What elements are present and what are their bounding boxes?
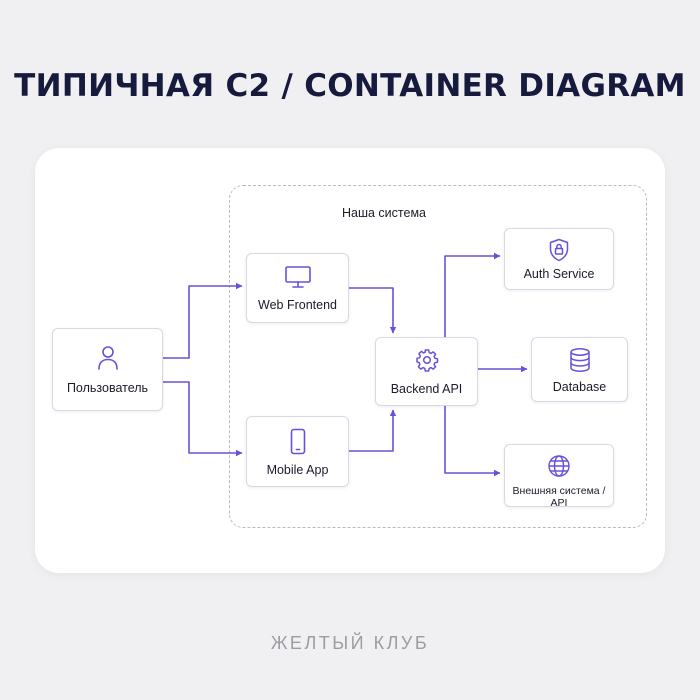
footer-brand: ЖЕЛТЫЙ КЛУБ	[270, 633, 430, 653]
arrow-web-to-api	[349, 287, 397, 334]
auth-service-node[interactable]: Auth Service	[504, 228, 614, 290]
globe-icon	[547, 454, 571, 478]
backend-api-node[interactable]: Backend API	[375, 337, 478, 406]
mobile-app-label: Mobile App	[266, 463, 329, 477]
page-title: ТИПИЧНАЯ C2 / CONTAINER DIAGRAM	[14, 68, 686, 104]
web-frontend-node[interactable]: Web Frontend	[246, 253, 349, 323]
arrow-user-to-web	[163, 282, 243, 359]
user-label: Пользователь	[66, 381, 149, 395]
database-node[interactable]: Database	[531, 337, 628, 402]
arrow-api-to-auth	[444, 252, 501, 337]
smartphone-icon	[290, 428, 306, 455]
user-icon	[97, 345, 119, 371]
lock-shield-icon	[548, 238, 570, 262]
system-boundary-label: Наша система	[342, 206, 426, 220]
mobile-app-node[interactable]: Mobile App	[246, 416, 349, 487]
external-system-node[interactable]: Внешняя система / API	[504, 444, 614, 509]
database-label: Database	[552, 380, 607, 394]
system-boundary	[229, 185, 647, 528]
gear-icon	[415, 348, 439, 372]
external-system-label: Внешняя система / API	[512, 485, 606, 509]
database-icon	[569, 347, 591, 373]
web-frontend-label: Web Frontend	[258, 298, 337, 312]
arrow-user-to-mobile	[163, 381, 243, 457]
monitor-icon	[284, 265, 312, 289]
user-node[interactable]: Пользователь	[52, 328, 163, 411]
backend-api-label: Backend API	[390, 382, 463, 396]
arrow-api-to-external	[444, 406, 501, 477]
arrow-mobile-to-api	[349, 409, 397, 452]
auth-service-label: Auth Service	[523, 267, 595, 281]
